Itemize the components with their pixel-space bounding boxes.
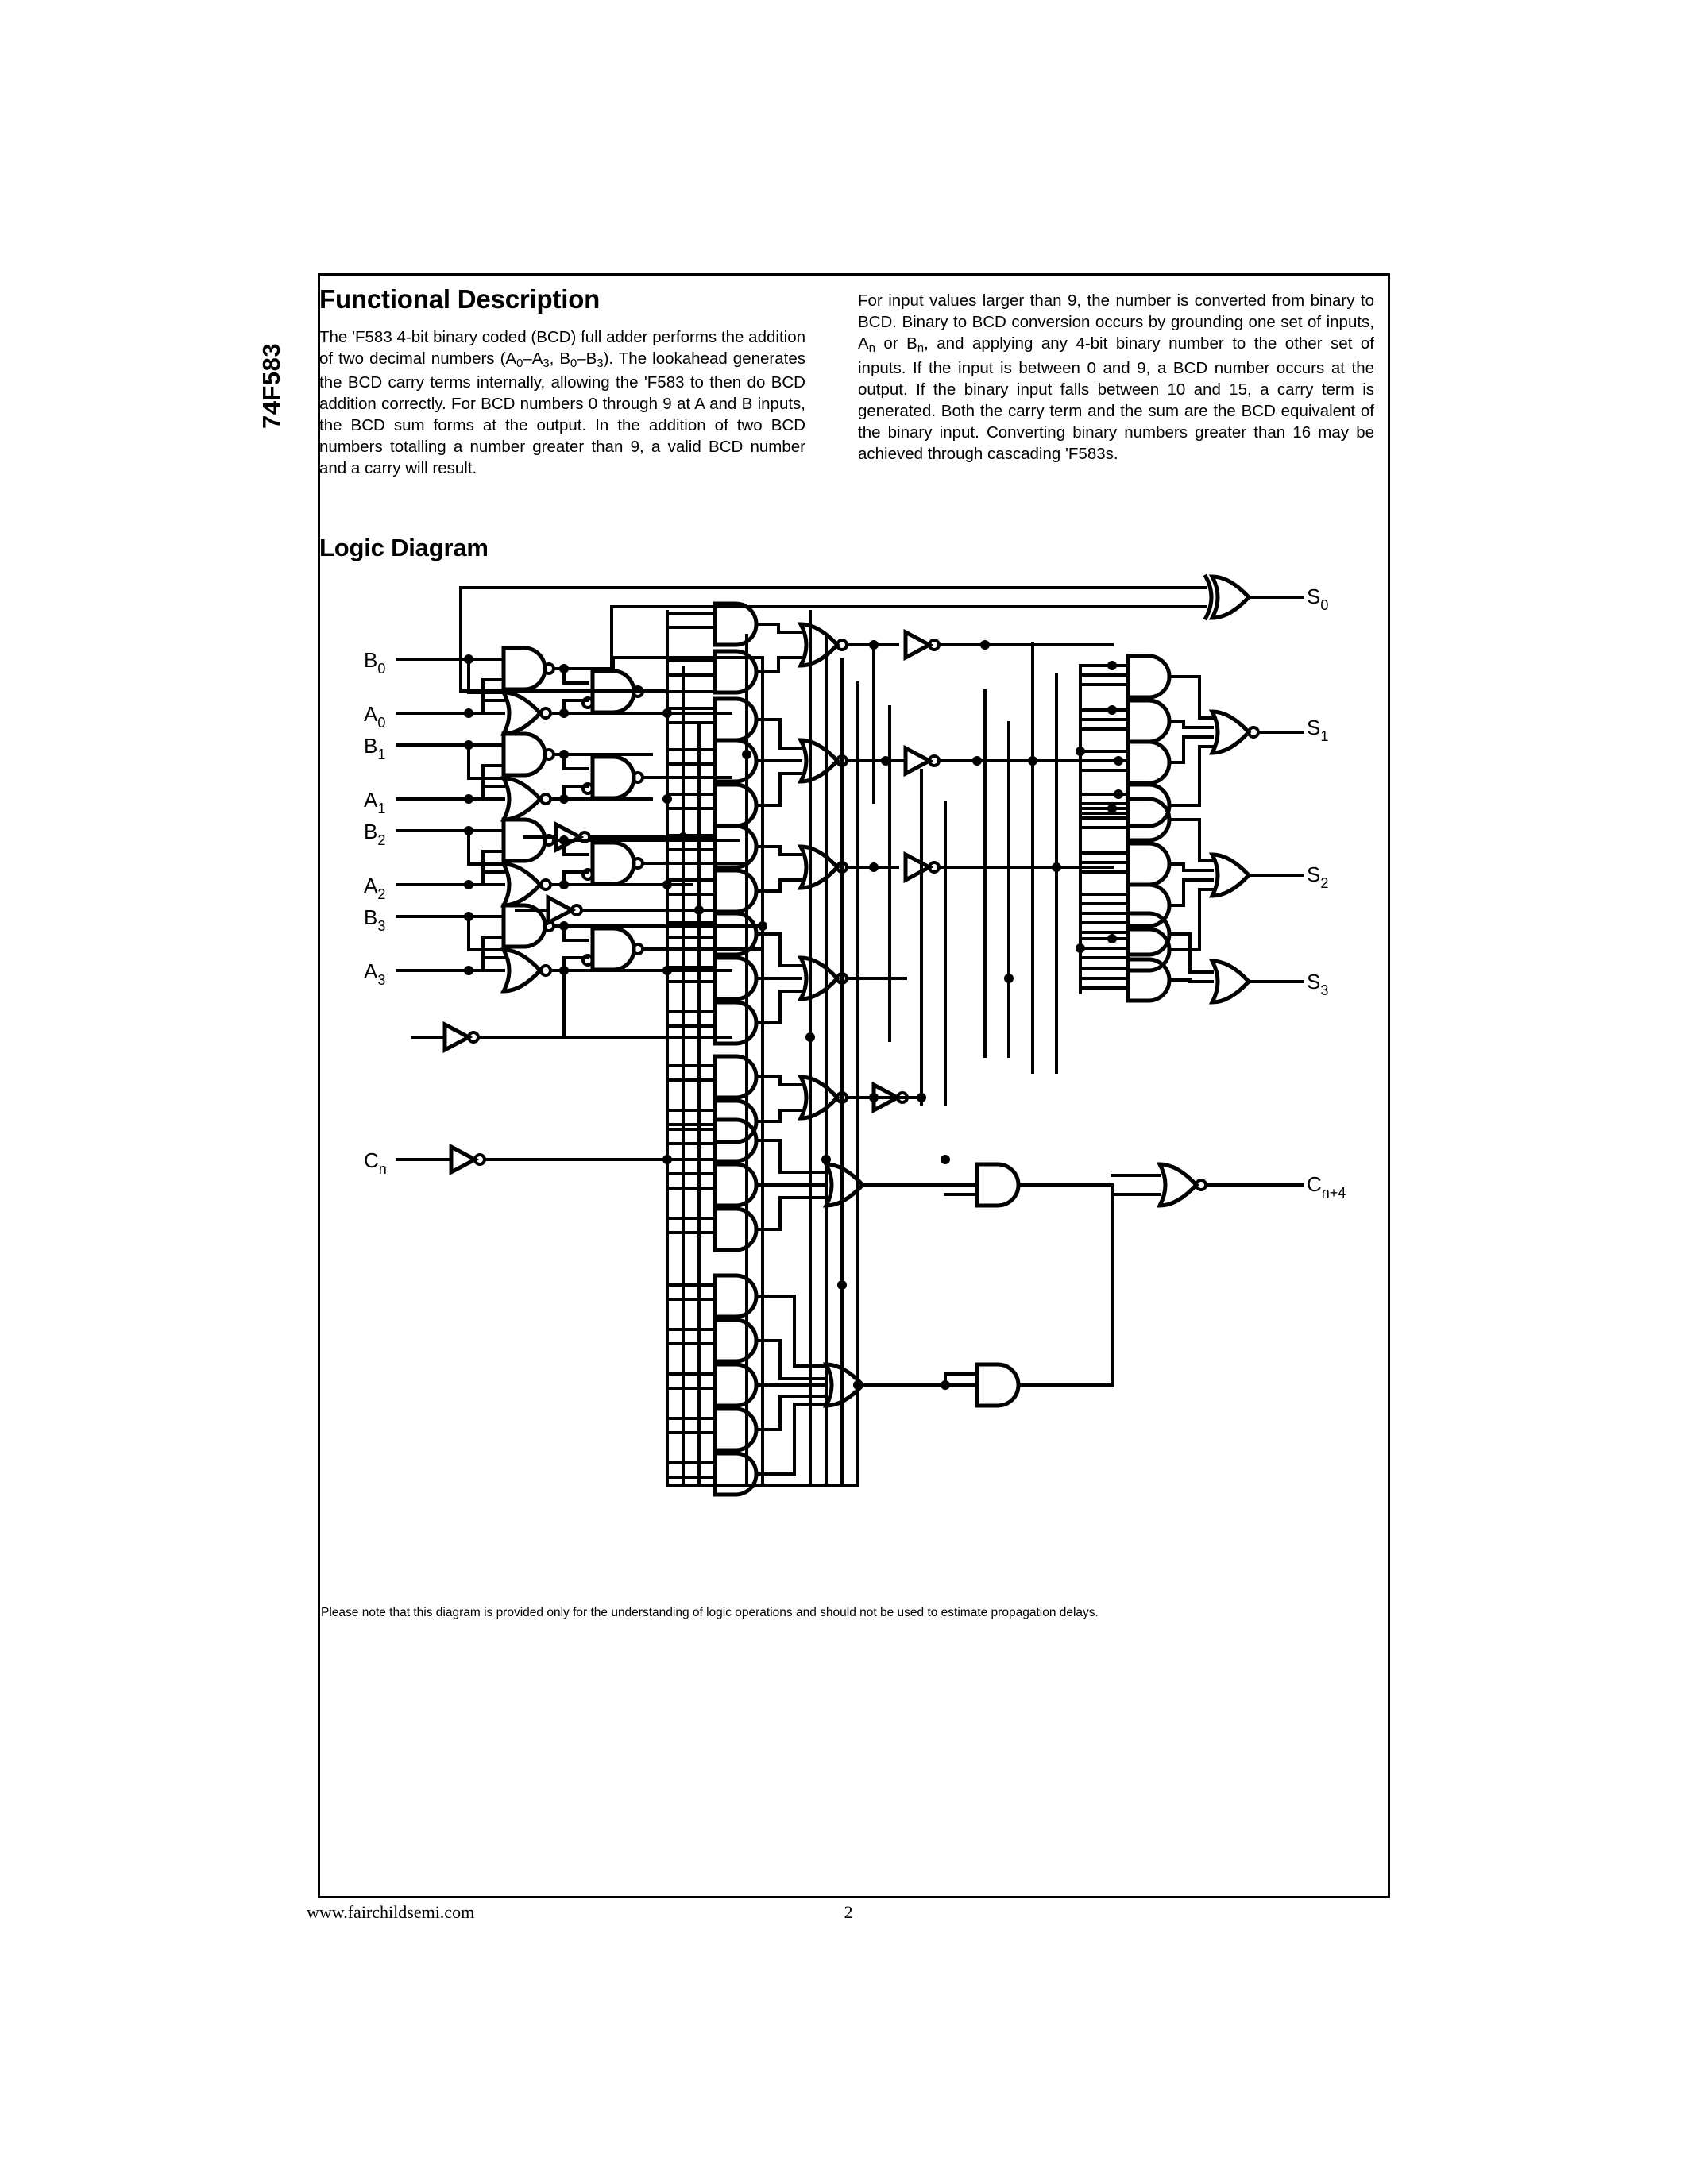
mid-array-group-3 <box>666 913 907 1044</box>
input-stage-bit2 <box>396 820 748 923</box>
input-label-A2: A2 <box>364 874 385 902</box>
diagram-input-labels: B0 A0 B1 A1 B2 A2 B3 A3 Cn <box>364 648 387 1177</box>
input-label-Cn: Cn <box>364 1148 387 1177</box>
s2-output-tree <box>1076 799 1304 970</box>
footer-page-number: 2 <box>844 1902 853 1922</box>
input-stage-bit1 <box>396 734 732 850</box>
input-label-B0: B0 <box>364 648 385 677</box>
output-label-S3: S3 <box>1307 970 1328 998</box>
output-label-S0: S0 <box>1307 585 1328 613</box>
output-label-S2: S2 <box>1307 862 1328 891</box>
section-title-logic-diagram: Logic Diagram <box>319 534 489 561</box>
input-label-A0: A0 <box>364 702 385 731</box>
lower-and-array-upper <box>666 1120 1114 1250</box>
functional-description-right-column: For input values larger than 9, the numb… <box>858 290 1374 465</box>
input-label-B2: B2 <box>364 820 385 848</box>
footer-url[interactable]: www.fairchildsemi.com <box>307 1902 475 1922</box>
diagram-output-labels: S0 S1 S2 S3 Cn+4 <box>1307 585 1346 1201</box>
logic-diagram-note: Please note that this diagram is provide… <box>321 1606 1099 1619</box>
s0-output-gate <box>459 577 1304 670</box>
mid-array-group-4 <box>666 1056 923 1142</box>
input-label-A3: A3 <box>364 959 385 988</box>
input-label-B1: B1 <box>364 734 385 762</box>
input-stage-bit3 <box>396 905 764 1050</box>
section-title-functional-description: Functional Description <box>319 284 601 314</box>
content-frame <box>318 273 1390 1898</box>
functional-description-right-paragraph: For input values larger than 9, the numb… <box>858 291 1375 463</box>
part-number-text: 74F583 <box>257 342 285 429</box>
functional-description-left-paragraph: The 'F583 4-bit binary coded (BCD) full … <box>319 327 805 478</box>
routing-junctions <box>662 640 1061 1390</box>
input-label-A1: A1 <box>364 788 385 816</box>
input-label-B3: B3 <box>364 905 385 934</box>
logic-diagram: B0 A0 B1 A1 B2 A2 B3 A3 Cn S0 S1 S2 S3 C… <box>318 564 1390 1612</box>
carry-out-gate <box>1111 1164 1304 1387</box>
output-label-Cn4: Cn+4 <box>1307 1172 1346 1201</box>
part-number-side-label: 74F583 <box>253 111 285 429</box>
mid-array-group-2 <box>666 826 1114 912</box>
lower-and-array-lower <box>666 1275 1114 1495</box>
mid-array-group-0 <box>666 604 1114 804</box>
output-label-S1: S1 <box>1307 716 1328 744</box>
functional-description-column: Functional Description The 'F583 4-bit b… <box>319 282 805 479</box>
s3-output-tree <box>1079 913 1304 1002</box>
s1-output-tree <box>1076 656 1304 826</box>
page-footer: www.fairchildsemi.com 2 <box>307 1902 1390 1934</box>
routing-bus <box>459 610 1082 1487</box>
